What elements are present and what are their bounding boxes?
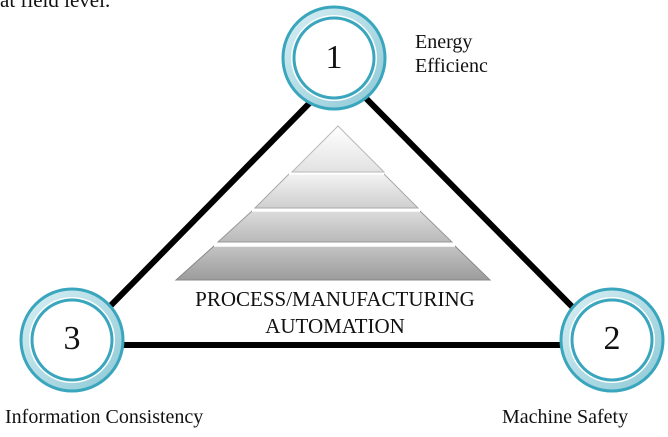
center-title-line2: AUTOMATION <box>265 314 405 338</box>
node-1-number: 1 <box>325 39 343 76</box>
center-title-line1: PROCESS/MANUFACTURING <box>195 287 475 311</box>
node-2-label: Machine Safety <box>502 406 629 428</box>
pyramid-layer-4 <box>174 245 492 281</box>
node-3-ring <box>19 287 125 393</box>
top-text-fragment: at field level. <box>0 0 111 12</box>
node-3-number: 3 <box>63 320 81 357</box>
pyramid-layer-1 <box>290 125 386 173</box>
center-title: PROCESS/MANUFACTURING AUTOMATION <box>150 286 520 340</box>
pyramid-layer-3 <box>216 210 454 243</box>
pyramid-layer-2 <box>253 173 420 209</box>
node-1-ring <box>281 5 387 111</box>
node-1-label-line1: Energy <box>415 31 473 53</box>
pyramid <box>174 125 492 281</box>
node-2-number: 2 <box>603 320 621 357</box>
node-3-label: Information Consistency <box>5 406 204 428</box>
triangle-outline <box>69 69 613 348</box>
node-1-label: Energy Efficienc <box>415 30 488 78</box>
node-2-ring <box>559 287 665 393</box>
node-1-label-line2: Efficienc <box>415 55 488 77</box>
